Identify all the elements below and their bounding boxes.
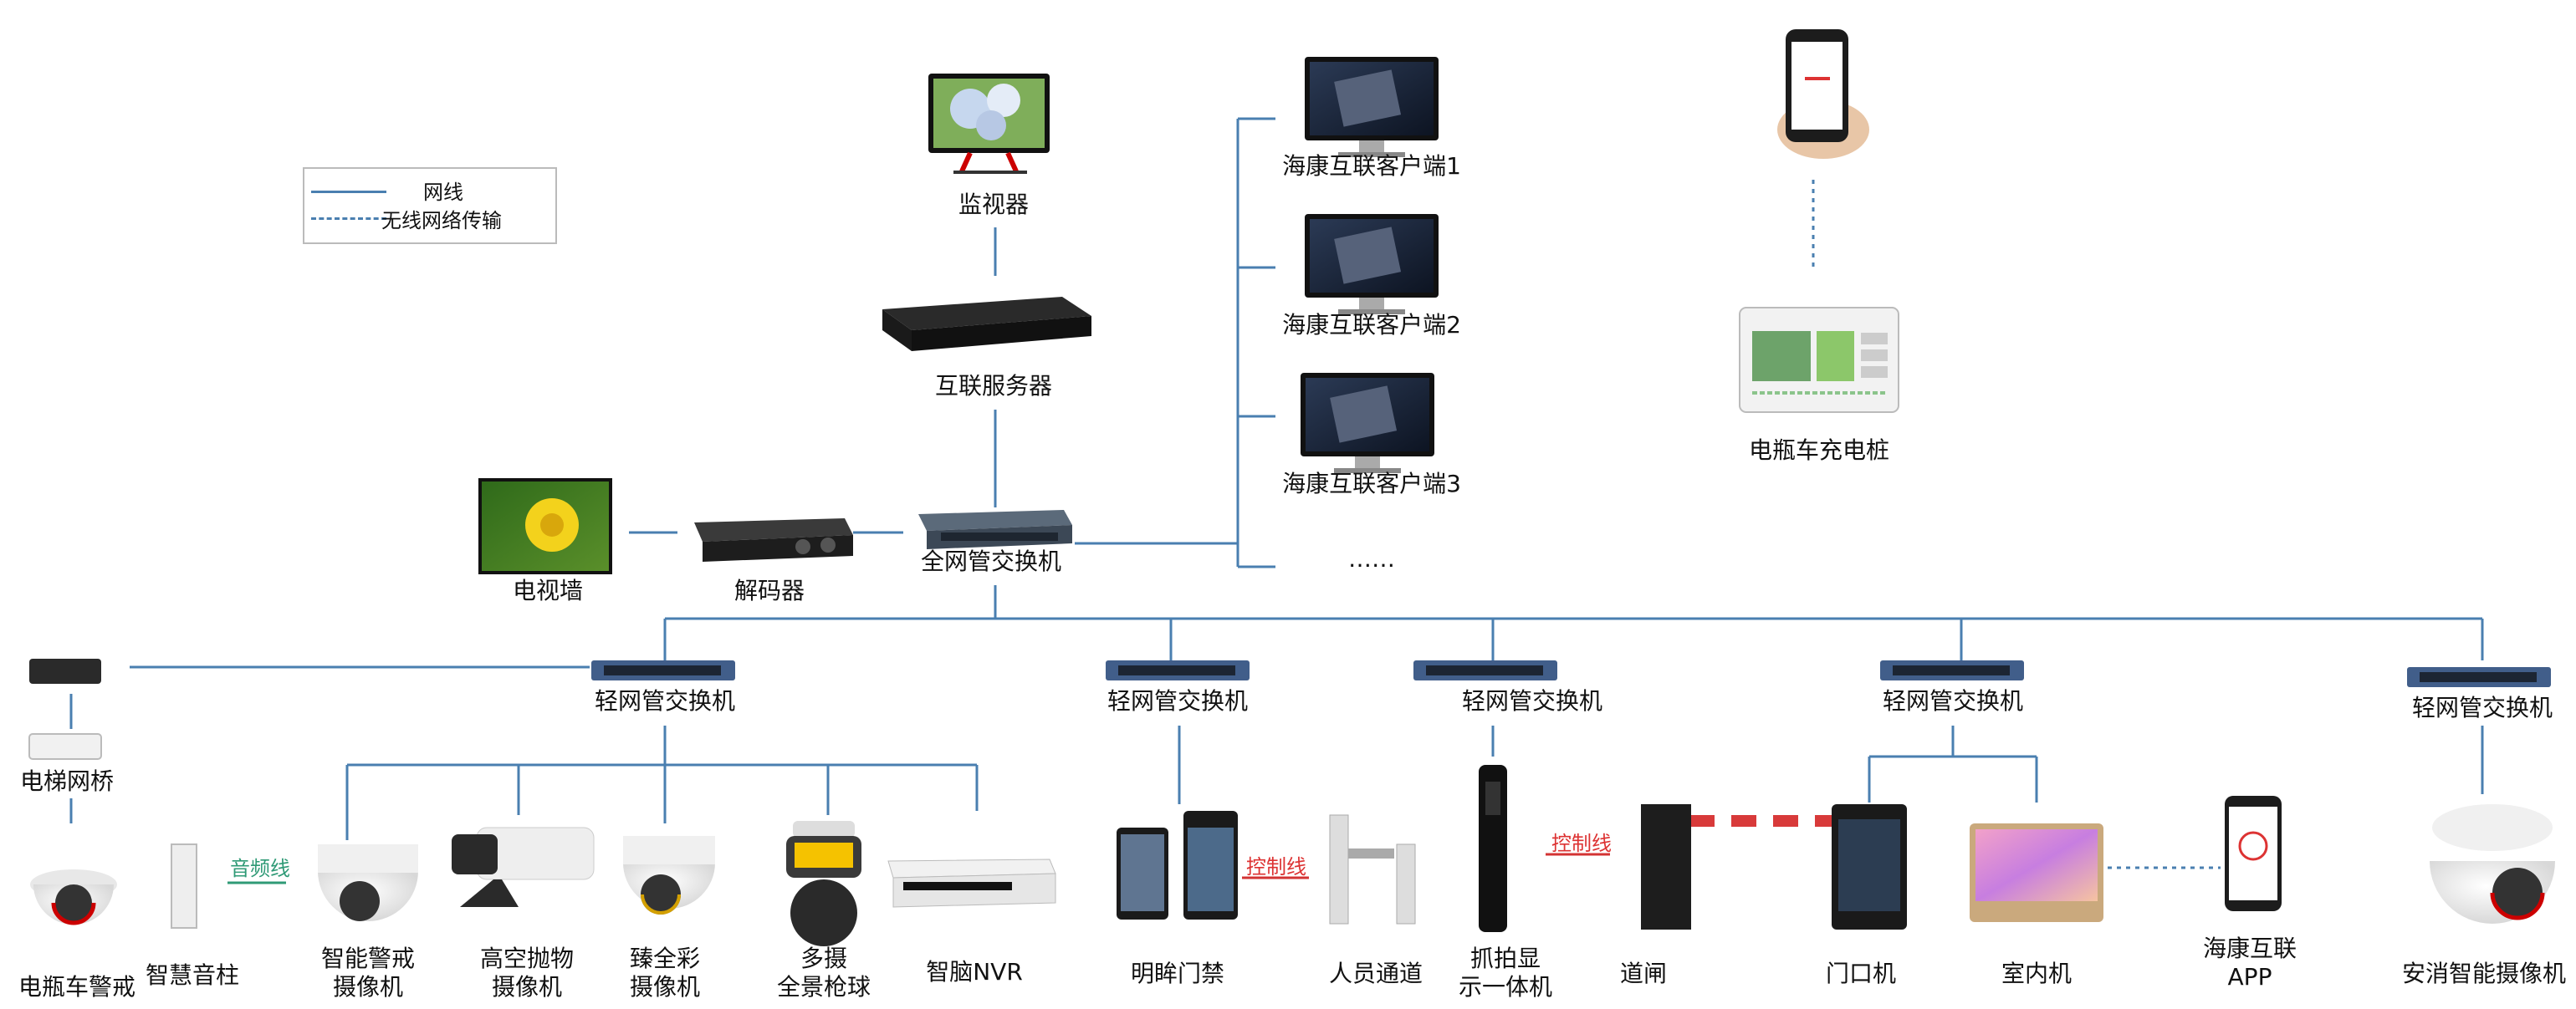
- clients-ellipsis: ……: [1348, 545, 1395, 573]
- monitor-label: 监视器: [958, 191, 1030, 218]
- smart-speaker-column: [171, 843, 197, 929]
- client3-label: 海康互联客户端3: [1282, 470, 1461, 497]
- switch1-label: 轻网管交换机: [594, 687, 736, 715]
- switch4-label: 轻网管交换机: [1882, 687, 2024, 715]
- light-switch-4: [1880, 660, 2024, 680]
- ebike-dome-camera: [30, 869, 117, 925]
- speaker-label: 智慧音柱: [145, 961, 240, 989]
- indoor-monitor-device: [1970, 823, 2103, 922]
- door-station-label: 门口机: [1825, 960, 1897, 987]
- highthrow-label-2: 摄像机: [491, 973, 563, 1001]
- switch3-label: 轻网管交换机: [1461, 687, 1603, 715]
- ptz-camera: [786, 821, 861, 946]
- capture-label-1: 抓拍显: [1469, 945, 1541, 972]
- legend-wired: 网线: [423, 181, 463, 204]
- ptz-label-2: 全景枪球: [776, 973, 871, 1001]
- turnstile-gate: [1329, 814, 1416, 925]
- fire-safety-camera: [2430, 804, 2555, 924]
- ptz-label-1: 多摄: [800, 945, 848, 972]
- client-pc-2: [1305, 214, 1439, 314]
- bridge-label: 电梯网桥: [19, 767, 115, 795]
- control-lines: [1242, 853, 1610, 879]
- light-switch-3: [1413, 660, 1557, 680]
- barrier-gate: [1641, 804, 1842, 930]
- wireless-connections: [1812, 180, 2221, 869]
- client-pc-3: [1301, 373, 1434, 473]
- control-line-label-1: 控制线: [1246, 855, 1306, 879]
- nvr-device: [887, 859, 1056, 908]
- server-device: [882, 297, 1091, 351]
- monitor-device: [928, 74, 1050, 174]
- tv-wall-label: 电视墙: [512, 577, 584, 604]
- decoder-label: 解码器: [733, 577, 805, 604]
- access-label: 明眸门禁: [1130, 960, 1225, 987]
- server-label: 互联服务器: [934, 372, 1053, 400]
- ebike-cam-label: 电瓶车警戒: [18, 973, 136, 1001]
- nvr-label: 智脑NVR: [926, 958, 1023, 986]
- access-control-terminals: [1117, 811, 1238, 920]
- full-color-camera: [623, 836, 715, 915]
- elevator-bridge-device: [28, 659, 102, 760]
- smart-alert-camera: [318, 844, 418, 921]
- door-station-device: [1832, 804, 1907, 930]
- turnstile-label: 人员通道: [1328, 960, 1423, 987]
- legend-wireless: 无线网络传输: [381, 209, 502, 232]
- wired-line-sample: [311, 191, 386, 193]
- smart-cam-label-2: 摄像机: [332, 973, 404, 1001]
- core-switch-label: 全网管交换机: [920, 548, 1062, 575]
- app-phone-device: [2225, 796, 2282, 911]
- indoor-label: 室内机: [2001, 960, 2073, 987]
- capture-display-terminal: [1479, 765, 1507, 932]
- client-pc-1: [1305, 57, 1439, 157]
- app-label-1: 海康互联: [2202, 935, 2297, 962]
- high-throw-camera: [452, 827, 595, 907]
- audio-line-label: 音频线: [230, 857, 290, 880]
- highthrow-label-1: 高空抛物: [479, 945, 575, 972]
- fire-cam-label: 安消智能摄像机: [2401, 960, 2567, 987]
- light-switch-2: [1106, 660, 1250, 680]
- charger-label: 电瓶车充电桩: [1748, 436, 1890, 464]
- smart-cam-label-1: 智能警戒: [320, 945, 416, 972]
- switch2-label: 轻网管交换机: [1107, 687, 1249, 715]
- color-cam-label-1: 臻全彩: [629, 945, 701, 972]
- control-line-label-2: 控制线: [1551, 832, 1612, 855]
- app-label-2: APP: [2227, 963, 2272, 991]
- capture-label-2: 示一体机: [1458, 973, 1553, 1001]
- barrier-label: 道闸: [1619, 960, 1668, 987]
- tv-wall-device: [478, 478, 612, 574]
- switch5-label: 轻网管交换机: [2411, 694, 2553, 721]
- wired-connections: [69, 117, 2484, 840]
- legend-box: 网线 无线网络传输: [303, 167, 557, 244]
- ebike-charger-device: [1739, 307, 1899, 413]
- light-switch-1: [591, 660, 735, 680]
- color-cam-label-2: 摄像机: [629, 973, 701, 1001]
- core-switch-device: [918, 510, 1072, 549]
- wireless-line-sample: [311, 217, 386, 220]
- mobile-phone-device: [1777, 29, 1869, 159]
- decoder-device: [694, 518, 853, 562]
- client2-label: 海康互联客户端2: [1282, 311, 1461, 339]
- client1-label: 海康互联客户端1: [1282, 152, 1461, 180]
- light-switch-5: [2407, 667, 2551, 687]
